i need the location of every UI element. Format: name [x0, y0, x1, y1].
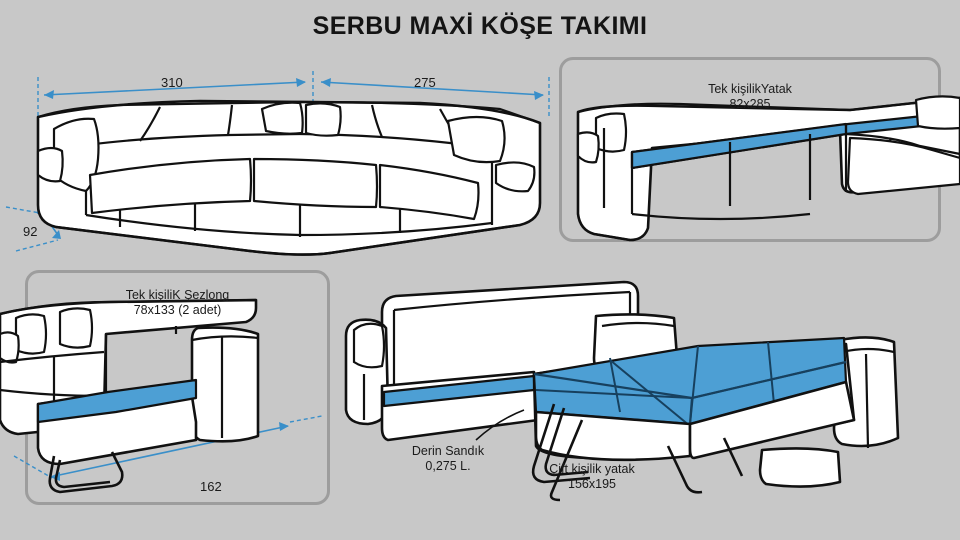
page-title: SERBU MAXİ KÖŞE TAKIMI	[312, 12, 648, 40]
chaise-illustration	[0, 298, 340, 505]
corner-sofa-overview-illustration	[0, 55, 560, 270]
dimension-label-162: 162	[200, 479, 222, 494]
double-bed-illustration	[338, 270, 960, 502]
caption-chaise-line2: 78x133 (2 adet)	[133, 302, 222, 317]
storage-pointer	[475, 409, 525, 441]
bed-corner-section	[846, 95, 960, 196]
chaise-detail-lines	[0, 298, 257, 422]
caption-deep-storage-line2: 0,275 L.	[425, 458, 471, 473]
caption-double-bed: Çift kişilik yatak 156x195	[512, 462, 672, 491]
caption-double-bed-line2: 156x195	[568, 476, 616, 491]
chaise-side-unit	[190, 326, 260, 443]
sofa-seat-cushions	[88, 157, 480, 221]
single-bed-illustration	[560, 88, 960, 246]
double-bed-mattress-seam	[533, 360, 847, 425]
caption-chaise-line1: Tek kişiliK Şezlong	[125, 288, 230, 302]
sofa-cushions	[36, 101, 536, 193]
dimension-label-92: 92	[23, 224, 38, 239]
sofa-base-shadow	[55, 223, 521, 256]
chaise-legs	[48, 451, 124, 494]
double-bed-arm-left-detail	[352, 322, 386, 420]
caption-double-bed-line1: Çift kişilik yatak	[549, 462, 635, 476]
caption-single-bed-line2: 82x285	[729, 96, 771, 111]
double-bed-legs	[531, 403, 744, 502]
chaise-mattress-top	[36, 378, 198, 424]
caption-deep-storage: Derin Sandık 0,275 L.	[388, 444, 508, 473]
dimension-label-275: 275	[414, 75, 436, 90]
chaise-side-detail	[191, 335, 259, 438]
caption-chaise: Tek kişiliK Şezlong 78x133 (2 adet)	[25, 288, 330, 317]
double-bed-lower-right	[758, 447, 842, 488]
caption-single-bed: Tek kişilikYatak 82x285	[559, 82, 941, 111]
caption-deep-storage-line1: Derin Sandık	[411, 444, 485, 458]
double-bed-front-panel	[534, 380, 856, 462]
dimension-label-310: 310	[161, 75, 183, 90]
caption-single-bed-line1: Tek kişilikYatak	[708, 82, 792, 96]
